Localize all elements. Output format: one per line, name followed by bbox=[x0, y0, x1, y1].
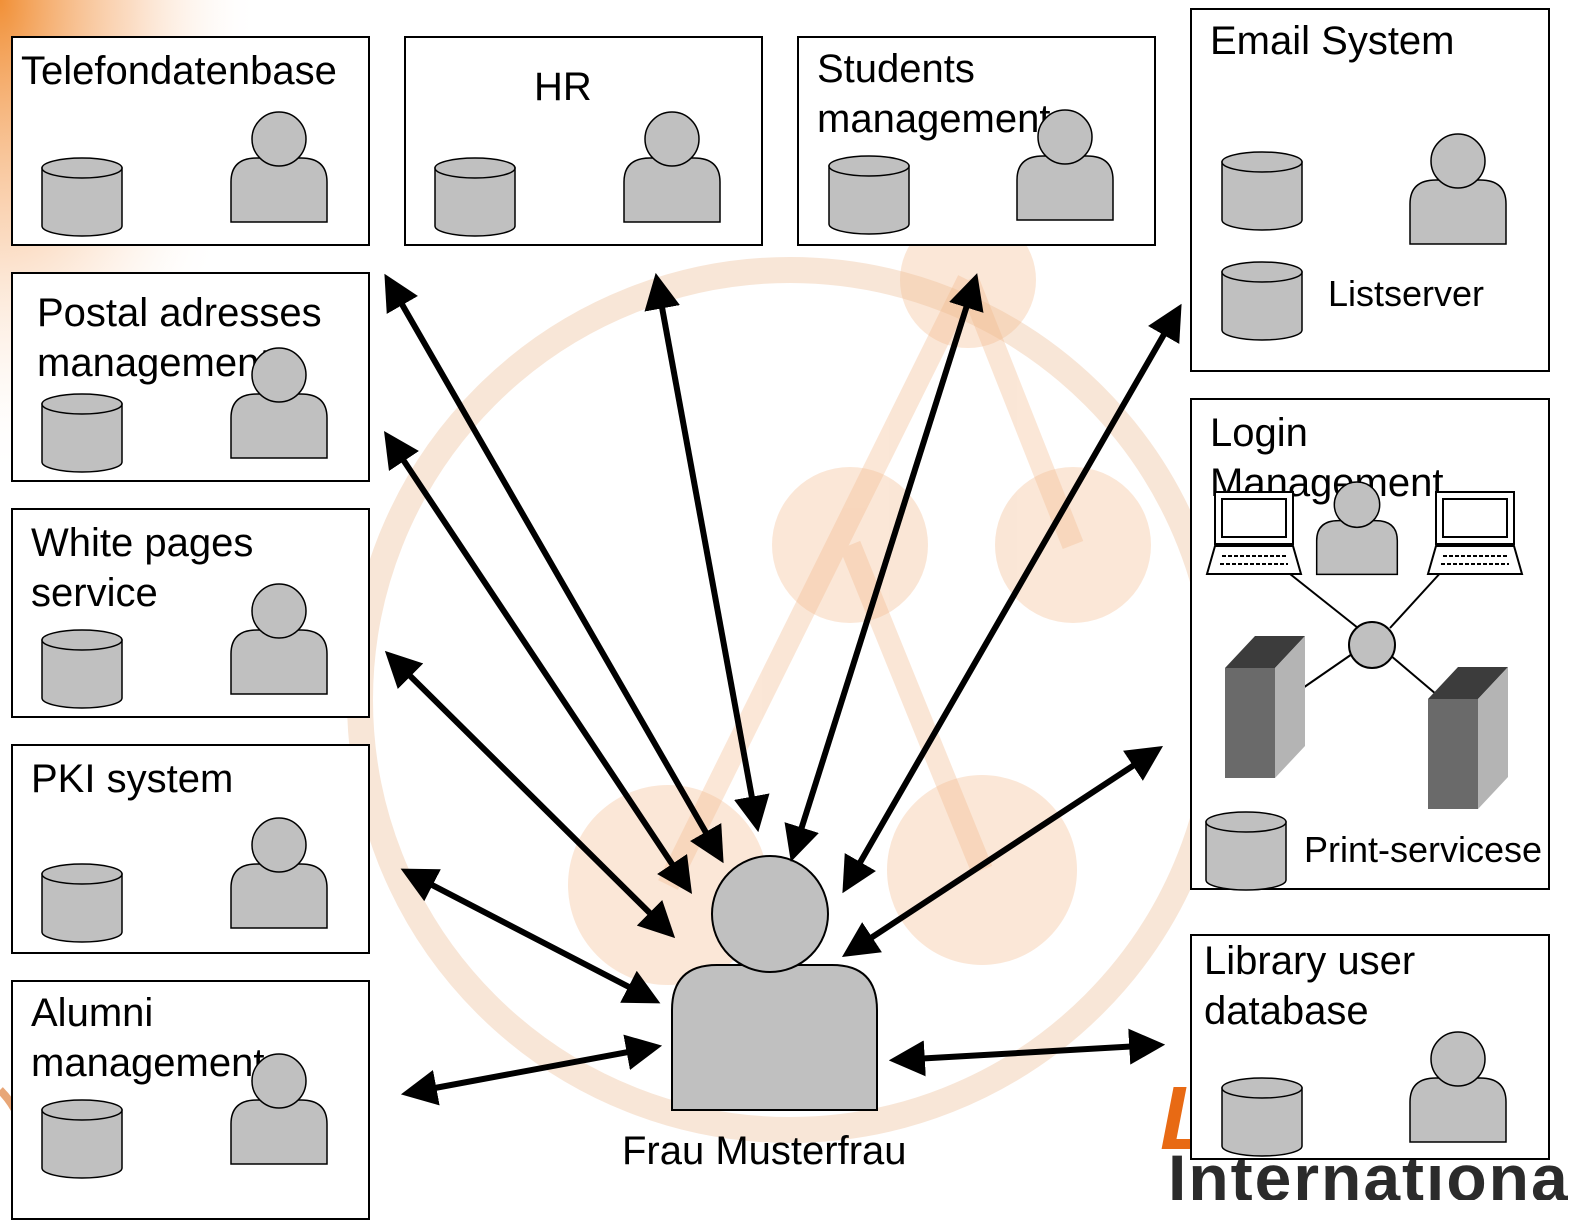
database-icon bbox=[41, 1099, 123, 1179]
person-icon bbox=[1409, 133, 1507, 245]
box-title: HR bbox=[534, 65, 592, 109]
database-icon bbox=[41, 157, 123, 237]
box-title: PKI system bbox=[31, 757, 234, 801]
laptop-icon bbox=[1426, 491, 1524, 575]
database-icon bbox=[41, 393, 123, 473]
arrow-postal bbox=[384, 431, 692, 894]
person-icon bbox=[1409, 1031, 1507, 1143]
database-icon bbox=[41, 629, 123, 709]
person-icon bbox=[623, 111, 721, 223]
arrow-alumni bbox=[400, 1034, 663, 1106]
arrow-pki bbox=[400, 868, 661, 1004]
arrow-students bbox=[784, 273, 984, 862]
server-icon bbox=[1428, 667, 1508, 809]
database-icon bbox=[1221, 261, 1303, 341]
arrow-login bbox=[841, 746, 1164, 957]
arrow-library bbox=[888, 1028, 1166, 1077]
person-icon bbox=[230, 111, 328, 223]
connection-arrows bbox=[384, 272, 1182, 1106]
database-icon bbox=[1205, 811, 1287, 891]
box-title: Library user database bbox=[1204, 939, 1416, 1033]
server-icon bbox=[1225, 636, 1305, 778]
listserver-label: Listserver bbox=[1328, 273, 1485, 314]
person-icon bbox=[230, 817, 328, 929]
person-icon bbox=[1016, 109, 1114, 221]
person-icon bbox=[230, 347, 328, 459]
network-hub-icon bbox=[1348, 621, 1396, 669]
box-title: Telefondatenbase bbox=[21, 49, 337, 93]
box-title: Students management- bbox=[817, 47, 1064, 141]
person-icon bbox=[230, 583, 328, 695]
box-title: Postal adresses management bbox=[37, 291, 322, 385]
database-icon bbox=[1221, 151, 1303, 231]
box-title: Email System bbox=[1210, 19, 1455, 63]
person-icon bbox=[230, 1053, 328, 1165]
arrow-email bbox=[842, 303, 1182, 894]
database-icon bbox=[434, 157, 516, 237]
database-icon bbox=[41, 863, 123, 943]
laptop-icon bbox=[1205, 491, 1303, 575]
user-name-label: Frau Musterfrau bbox=[622, 1129, 907, 1173]
database-icon bbox=[1221, 1077, 1303, 1157]
database-icon bbox=[828, 155, 910, 235]
box-title: Alumni management bbox=[31, 991, 265, 1085]
central-user-icon bbox=[671, 855, 878, 1111]
box-title: White pages service bbox=[31, 521, 254, 615]
person-icon bbox=[1315, 481, 1399, 576]
arrow-hr bbox=[644, 272, 770, 833]
print-services-label: Print-servicese bbox=[1304, 829, 1543, 870]
